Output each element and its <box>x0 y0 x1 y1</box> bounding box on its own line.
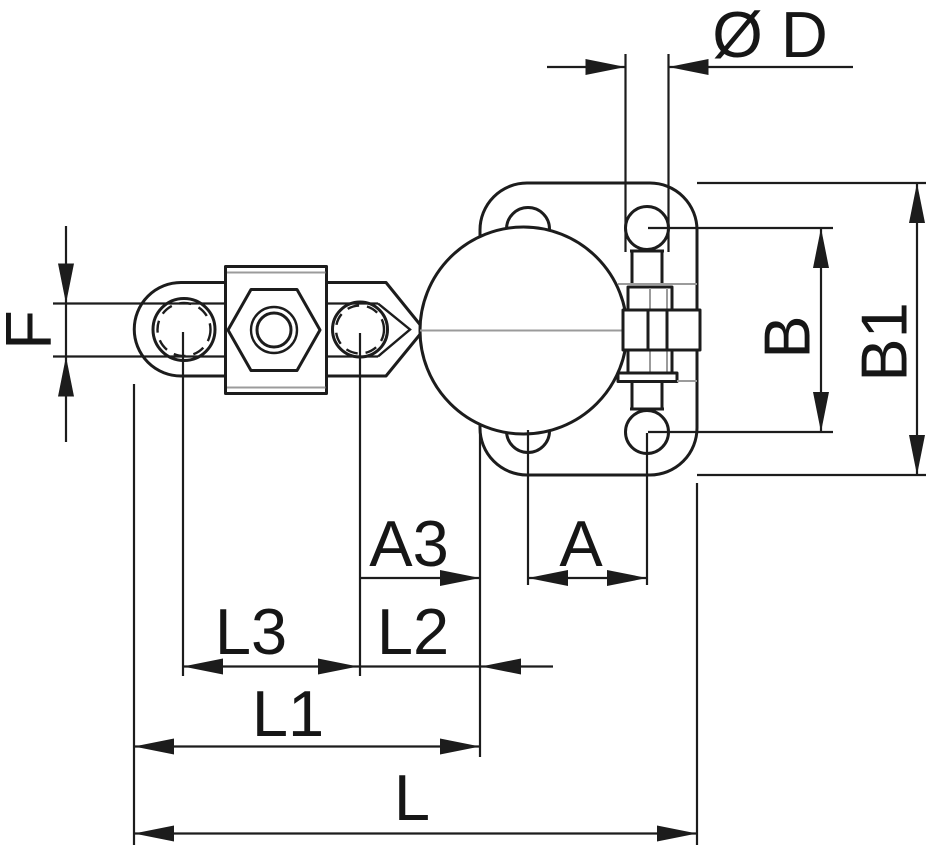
dim-label-l: L <box>394 761 430 834</box>
thread-minor-circle <box>255 311 293 349</box>
dim-b-extension-lines <box>648 226 833 434</box>
dim-label-diameter-d: Ø D <box>712 0 828 71</box>
dim-label-f: F <box>0 310 65 350</box>
part-views <box>53 181 702 477</box>
hex-band <box>621 308 702 352</box>
dim-l-arrow-right <box>657 825 697 842</box>
dim-b1-extension-lines <box>697 181 926 477</box>
dim-l-arrow-left <box>134 825 174 842</box>
hex-nut <box>226 288 322 372</box>
neck-top <box>630 249 664 285</box>
dim-a3-a: A3 A <box>358 333 649 757</box>
thread-major-circle <box>249 305 299 355</box>
dim-label-l1: L1 <box>252 677 324 750</box>
dim-label-b1: B1 <box>848 302 921 382</box>
dim-b1: B1 <box>697 181 926 477</box>
washer-bottom <box>616 371 679 383</box>
dim-a-arrow-left <box>528 570 568 586</box>
dim-l2-arrow-right <box>481 658 521 675</box>
dim-a-arrow-right <box>607 570 647 586</box>
dim-label-l2: L2 <box>377 595 449 668</box>
dim-b1-arrow-bottom <box>909 435 925 475</box>
dim-l1-arrow-left <box>134 738 174 755</box>
ball-stud-assembly <box>616 205 702 455</box>
dim-label-a3: A3 <box>369 507 449 580</box>
dim-l3-l2: L3 L2 <box>181 332 553 676</box>
dim-l3-arrow-right <box>318 658 358 675</box>
dim-b: B <box>648 226 833 434</box>
dim-l1-arrow-right <box>440 738 480 755</box>
dim-f-arrow-bottom <box>58 356 74 397</box>
dim-label-a: A <box>559 507 603 580</box>
dim-l3-arrow-left <box>183 658 223 675</box>
arm-hole-right-hidden <box>334 304 386 355</box>
dim-b-arrow-top <box>813 228 829 268</box>
dim-f-arrow-top <box>58 263 74 304</box>
nut-washer-edges <box>227 271 326 389</box>
dim-d-extension-lines <box>624 54 670 252</box>
hex-band-facets <box>646 310 669 350</box>
dim-a-extension-lines <box>358 333 649 757</box>
dim-b1-arrow-top <box>909 183 925 223</box>
dim-d-arrow-left <box>585 59 626 75</box>
dim-l1: L1 <box>132 384 480 845</box>
dim-l: L <box>134 483 699 845</box>
fork-tip <box>377 302 412 358</box>
dim-label-b: B <box>751 315 824 358</box>
dim-b-arrow-bottom <box>813 392 829 432</box>
dim-d-arrow-right <box>668 59 709 75</box>
dim-label-l3: L3 <box>215 595 287 668</box>
dim-a3-arrow-right <box>440 570 480 586</box>
dim-f: F <box>0 226 74 442</box>
dim-diameter-d: Ø D <box>547 0 853 252</box>
